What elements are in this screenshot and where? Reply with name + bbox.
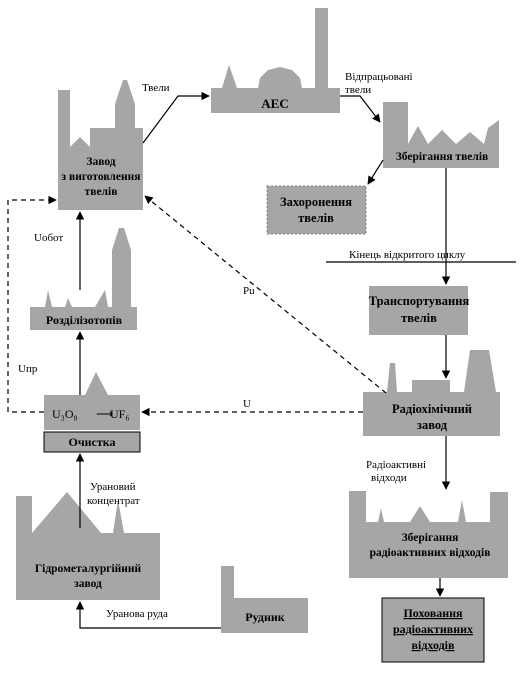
- aes-shape: [211, 8, 340, 113]
- hydromet-shape: [16, 492, 160, 600]
- fuel-rods-label: Твели: [142, 82, 170, 94]
- conversion-arrow-glyph: ⟶: [96, 407, 113, 421]
- u-label: U: [243, 398, 251, 410]
- mine-label: Рудник: [245, 610, 284, 624]
- transport-shape: [369, 286, 468, 335]
- radwaste-label-1: Радіоактивні: [366, 459, 426, 471]
- u-depleted-label: Uобот: [34, 232, 63, 244]
- pu-label: Pu: [243, 285, 255, 297]
- conversion-right-label: UF₆: [110, 407, 130, 421]
- pu-return-arrow: [144, 195, 387, 394]
- fuel-plant-label-2: з виготовлення: [62, 171, 141, 183]
- fuel-plant-label-3: твелів: [85, 186, 118, 198]
- burial-shape: [266, 185, 367, 235]
- hydromet-label-1: Гідрометалургійний: [35, 563, 142, 575]
- aes-label: АЕС: [261, 96, 288, 111]
- mine-shape: [221, 566, 308, 633]
- waste-burial-shape: [381, 597, 485, 663]
- radwaste-label-2: відходи: [371, 472, 407, 484]
- burial-label-2: твелів: [298, 211, 334, 225]
- hydromet-label-2: завод: [74, 578, 102, 590]
- conversion-shape: [44, 372, 140, 430]
- transport-label-1: Транспортування: [369, 294, 470, 308]
- waste-storage-label-1: Зберігання: [402, 532, 459, 544]
- radiochem-label-2: завод: [417, 418, 448, 432]
- isotope-separation-label: Розділізотопів: [46, 313, 123, 327]
- waste-storage-shape: [349, 491, 508, 578]
- waste-burial-label-1: Поховання: [403, 606, 463, 620]
- spent-rods-label-1: Відпрацьовані: [345, 71, 413, 83]
- ore-arrow: [75, 601, 221, 629]
- spent-rods-label-2: твели: [345, 84, 371, 96]
- storage-shape: [383, 102, 499, 168]
- waste-burial-label-3: відходів: [412, 638, 455, 652]
- open-cycle-label: Кінець відкритого циклу: [349, 249, 466, 261]
- radiochem-shape: [363, 350, 500, 436]
- burial-label-1: Захоронення: [280, 195, 352, 209]
- storage-label: Зберігання твелів: [396, 151, 489, 163]
- concentrate-label-1: Урановий: [90, 481, 136, 493]
- transport-label-2: твелів: [401, 311, 437, 325]
- purification-label: Очистка: [69, 435, 116, 449]
- storage-to-burial-arrow: [367, 159, 384, 185]
- conversion-left-label: U₃O₈: [52, 407, 78, 421]
- fuel-plant-label-1: Завод: [86, 156, 115, 168]
- radiochem-label-1: Радіохімічний: [392, 402, 472, 416]
- fuel-rods-arrow: [142, 91, 210, 144]
- waste-storage-label-2: радіоактивних відходів: [370, 547, 491, 559]
- u-enriched-loop-arrow: [7, 195, 57, 413]
- purification-shape: [43, 431, 141, 453]
- waste-burial-label-2: радіоактивних: [393, 622, 473, 636]
- ore-label: Уранова руда: [106, 608, 168, 620]
- u-enriched-label: Uпр: [18, 363, 38, 375]
- spent-rods-arrow: [340, 95, 381, 123]
- isotope-separation-shape: [30, 228, 137, 330]
- concentrate-label-2: концентрат: [87, 495, 140, 507]
- fuel-plant-shape: [58, 80, 143, 210]
